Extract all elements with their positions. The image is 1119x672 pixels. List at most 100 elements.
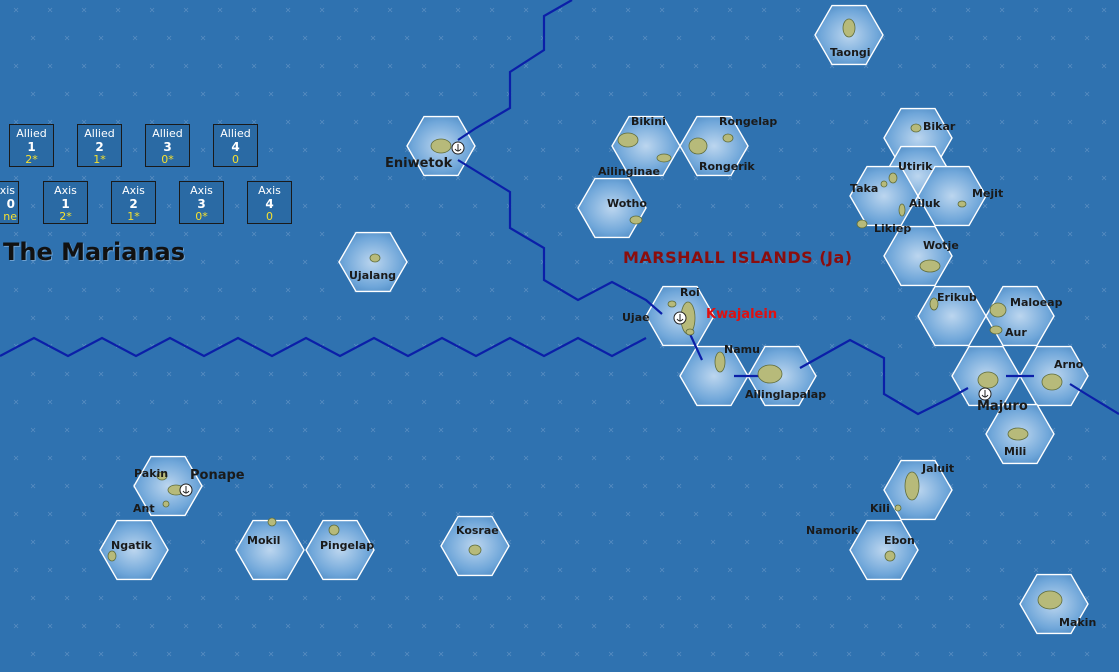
island-shape — [107, 550, 117, 562]
island-shape — [1037, 590, 1063, 610]
island-shape — [156, 471, 168, 481]
anchor-icon[interactable] — [179, 483, 193, 497]
label-utirik[interactable]: Utirik — [898, 160, 933, 173]
island-hexes — [99, 4, 1089, 635]
label-erikub[interactable]: Erikub — [937, 291, 977, 304]
hex-cell[interactable] — [235, 519, 305, 581]
border-line-north — [457, 0, 573, 141]
label-ujae[interactable]: Ujae — [622, 311, 650, 324]
label-ponape[interactable]: Ponape — [190, 468, 245, 483]
axis-box-4[interactable]: Axis 4 0 — [247, 181, 292, 224]
label-kosrae[interactable]: Kosrae — [456, 524, 499, 537]
label-majuro[interactable]: Majuro — [977, 399, 1028, 414]
hex-cell[interactable] — [985, 285, 1055, 347]
allied-box-4-number: 4 — [231, 140, 240, 154]
label-makin[interactable]: Makin — [1059, 616, 1097, 629]
allied-box-1-title: Allied — [16, 127, 47, 140]
label-ebon[interactable]: Ebon — [884, 534, 915, 547]
allied-box-2-number: 2 — [95, 140, 104, 154]
hex-cell[interactable] — [883, 225, 953, 287]
label-eniwetok[interactable]: Eniwetok — [385, 156, 453, 171]
label-mili[interactable]: Mili — [1004, 445, 1027, 458]
island-shape — [957, 200, 967, 208]
label-kwajalein[interactable]: Kwajalein — [706, 307, 778, 322]
label-wotje[interactable]: Wotje — [923, 239, 959, 252]
label-maloeap[interactable]: Maloeap — [1010, 296, 1063, 309]
label-taka[interactable]: Taka — [850, 182, 879, 195]
hex-cell[interactable] — [917, 165, 987, 227]
label-likiep[interactable]: Likiep — [874, 222, 912, 235]
label-pakin[interactable]: Pakin — [134, 467, 169, 480]
island-shape — [856, 219, 868, 229]
island-shape — [904, 471, 920, 501]
island-shape — [722, 133, 734, 143]
label-namu[interactable]: Namu — [724, 343, 760, 356]
allied-box-3[interactable]: Allied 3 0* — [145, 124, 190, 167]
hex-cell[interactable] — [679, 115, 749, 177]
label-aur[interactable]: Aur — [1005, 326, 1027, 339]
label-taongi[interactable]: Taongi — [830, 46, 871, 59]
anchor-icon[interactable] — [673, 311, 687, 325]
allied-box-3-number: 3 — [163, 140, 172, 154]
axis-box-2[interactable]: Axis 2 1* — [111, 181, 156, 224]
hex-cell[interactable] — [99, 519, 169, 581]
region-title: The Marianas — [3, 238, 185, 266]
port-anchors — [179, 141, 992, 497]
axis-box-3[interactable]: Axis 3 0* — [179, 181, 224, 224]
island-shape — [884, 550, 896, 562]
hex-cell[interactable] — [849, 519, 919, 581]
axis-box-0-title: xis — [0, 184, 15, 197]
allied-box-4-title: Allied — [220, 127, 251, 140]
axis-box-3-value: 0* — [195, 210, 208, 223]
island-shape — [656, 153, 672, 163]
axis-box-1-number: 1 — [61, 197, 70, 211]
axis-box-2-number: 2 — [129, 197, 138, 211]
label-namorik[interactable]: Namorik — [806, 524, 859, 537]
island-shape — [898, 203, 906, 217]
island-shape — [977, 371, 999, 389]
anchor-icon[interactable] — [978, 387, 992, 401]
label-ant[interactable]: Ant — [133, 502, 155, 515]
island-shape — [688, 137, 708, 155]
label-wotho[interactable]: Wotho — [607, 197, 647, 210]
hex-cell[interactable] — [305, 519, 375, 581]
island-shape — [667, 300, 677, 308]
axis-box-3-title: Axis — [190, 184, 213, 197]
label-mokil[interactable]: Mokil — [247, 534, 281, 547]
label-ailuk[interactable]: Ailuk — [909, 197, 941, 210]
label-rongerik[interactable]: Rongerik — [699, 160, 755, 173]
axis-box-1-title: Axis — [54, 184, 77, 197]
allied-box-4[interactable]: Allied 4 0 — [213, 124, 258, 167]
label-ailinglapalap[interactable]: Ailinglapalap — [745, 388, 827, 401]
anchor-icon[interactable] — [451, 141, 465, 155]
hex-cell[interactable] — [133, 455, 203, 517]
label-ngatik[interactable]: Ngatik — [111, 539, 152, 552]
label-rongelap[interactable]: Rongelap — [719, 115, 778, 128]
island-shape — [1007, 427, 1029, 441]
island-shape — [842, 18, 856, 38]
border-line-ailinglapalap-majuro — [799, 338, 969, 416]
allied-box-1[interactable]: Allied 1 2* — [9, 124, 54, 167]
label-bikar[interactable]: Bikar — [923, 120, 956, 133]
island-shape — [757, 364, 783, 384]
island-shape — [910, 123, 922, 133]
island-group-title: MARSHALL ISLANDS (Ja) — [623, 248, 853, 267]
label-ailinginae[interactable]: Ailinginae — [598, 165, 661, 178]
island-shape — [989, 302, 1007, 318]
island-shape — [328, 524, 340, 536]
label-arno[interactable]: Arno — [1054, 358, 1084, 371]
axis-box-4-value: 0 — [266, 210, 273, 223]
label-kili[interactable]: Kili — [870, 502, 890, 515]
label-pingelap[interactable]: Pingelap — [320, 539, 375, 552]
hex-cell[interactable] — [577, 177, 647, 239]
label-mejit[interactable]: Mejit — [972, 187, 1004, 200]
axis-box-0[interactable]: xis 0 ne — [0, 181, 19, 224]
label-roi[interactable]: Roi — [680, 286, 700, 299]
label-bikini[interactable]: Bikini — [631, 115, 666, 128]
axis-box-1[interactable]: Axis 1 2* — [43, 181, 88, 224]
label-ujalang[interactable]: Ujalang — [349, 269, 397, 282]
allied-box-2-value: 1* — [93, 153, 106, 166]
allied-box-2[interactable]: Allied 2 1* — [77, 124, 122, 167]
label-jaluit[interactable]: Jaluit — [922, 462, 955, 475]
